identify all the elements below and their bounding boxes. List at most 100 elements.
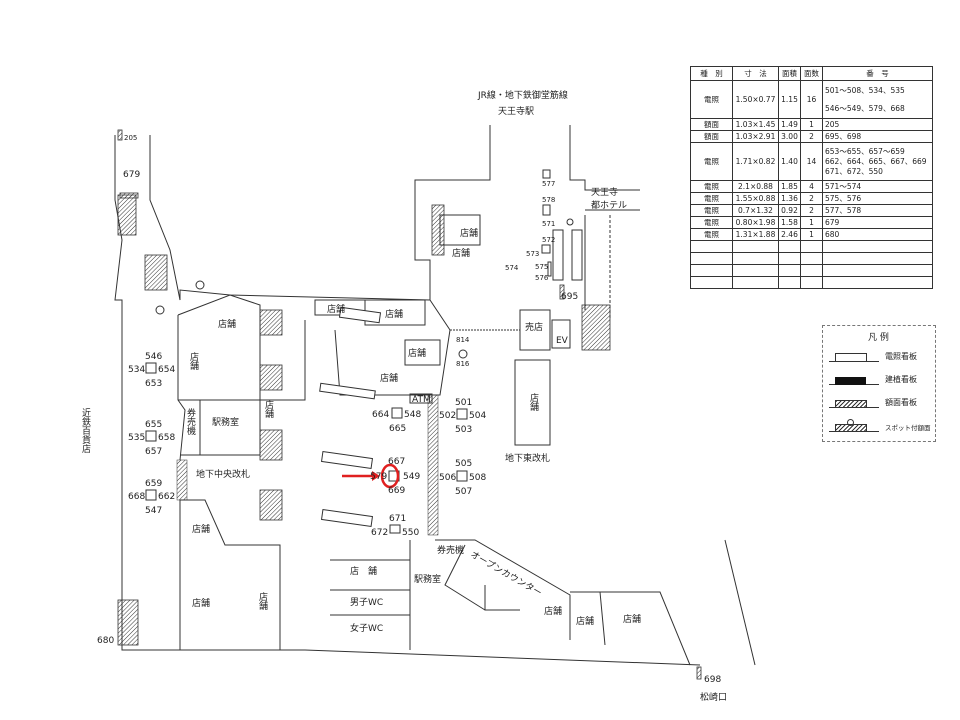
shop-label: 店舗 — [623, 613, 641, 625]
cell-numbers: 575、576 — [822, 192, 933, 205]
cell-numbers: 695、698 — [822, 130, 933, 143]
sign-698: 698 — [704, 675, 721, 685]
cell-count: 2 — [800, 204, 823, 217]
highlight-marker — [342, 463, 400, 489]
cell-type: 額面 — [690, 130, 733, 143]
table-row-empty — [690, 264, 933, 277]
area-labels: 店舗 店舗 天王寺 都ホテル 店舗 店舗 店舗 店舗 店舗 店舗 店舗 店舗 近… — [80, 187, 727, 703]
cell-type: 電照 — [690, 204, 733, 217]
shop-label: 店舗 — [460, 227, 478, 239]
legend-item: 電照看板 — [829, 350, 917, 362]
sign-503: 503 — [455, 425, 472, 435]
walls — [114, 125, 756, 666]
atm-label: ATM — [412, 395, 431, 405]
shop-label: 店舗 — [380, 372, 398, 384]
cell-count: 1 — [800, 118, 823, 131]
cell-count: 14 — [800, 142, 823, 181]
men-wc-label: 男子WC — [350, 597, 383, 608]
shop-label: 店舗 — [218, 318, 236, 330]
station-office-label: 駅務室 — [414, 573, 441, 585]
elevator-label: EV — [556, 336, 569, 346]
cell-size: 1.03×2.91 — [732, 130, 779, 143]
table-row-empty — [690, 252, 933, 265]
cell-area: 1.36 — [778, 192, 801, 205]
cell-type: 電照 — [690, 142, 733, 181]
cell-area: 1.49 — [778, 118, 801, 131]
line-title: JR線・地下鉄御堂筋線 — [477, 89, 568, 101]
sign-502: 502 — [439, 411, 456, 421]
cell-numbers: 679 — [822, 216, 933, 229]
sign-654: 654 — [158, 365, 175, 375]
cell-type: 電照 — [690, 228, 733, 241]
cell-count: 4 — [800, 180, 823, 193]
cell-count: 1 — [800, 228, 823, 241]
legend-label: スポット付額面 — [885, 424, 931, 432]
table-header-row: 種 別 寸 法 面積 面数 番 号 — [690, 66, 933, 81]
cell-type: 電照 — [690, 80, 733, 119]
cell-count: 2 — [800, 192, 823, 205]
highlight-circle — [380, 463, 400, 489]
station-name: 天王寺駅 — [498, 106, 534, 117]
sign-668: 668 — [128, 492, 145, 502]
hotel-label-2: 都ホテル — [591, 200, 627, 211]
legend-item: 建植看板 — [829, 373, 917, 385]
sign-574: 574 — [505, 264, 519, 272]
cell-type: 額面 — [690, 118, 733, 131]
sign-658: 658 — [158, 433, 175, 443]
numbers-line: 501～508、534、535 — [825, 85, 905, 95]
sign-657: 657 — [145, 447, 162, 457]
shop-label: 店舗 — [327, 303, 345, 315]
cell-type: 電照 — [690, 192, 733, 205]
cell-count: 16 — [800, 80, 823, 119]
table-row-empty — [690, 240, 933, 253]
sign-679: 679 — [123, 170, 140, 180]
header-type: 種 別 — [690, 66, 733, 81]
ticket-machine-label: 券売機 — [185, 407, 196, 436]
numbers-line: 653～655、657～659 — [825, 146, 905, 156]
sign-546: 546 — [145, 352, 162, 362]
table-row-empty — [690, 276, 933, 289]
central-gate-label: 地下中央改札 — [196, 468, 250, 480]
numbers-line: 671、672、550 — [825, 166, 883, 176]
header-count: 面数 — [800, 66, 823, 81]
shop-label: 店 舗 — [350, 565, 377, 577]
sign-576: 576 — [535, 274, 549, 282]
kiosk-label: 売店 — [525, 321, 543, 333]
cell-area: 1.40 — [778, 142, 801, 181]
stairs — [117, 129, 702, 680]
sign-671: 671 — [389, 514, 406, 524]
header-numbers: 番 号 — [822, 66, 933, 81]
sign-548: 548 — [404, 410, 421, 420]
shop-label-vertical: 店舗 — [528, 392, 539, 412]
sign-506: 506 — [439, 473, 456, 483]
sign-205: 205 — [124, 134, 137, 142]
cell-numbers: 577、578 — [822, 204, 933, 217]
sign-664: 664 — [372, 410, 389, 420]
sign-547: 547 — [145, 506, 162, 516]
legend-label: 額面看板 — [885, 398, 917, 407]
header-size: 寸 法 — [732, 66, 779, 81]
sign-549: 549 — [403, 472, 420, 482]
sign-667: 667 — [388, 457, 405, 467]
sign-boxes — [145, 169, 583, 534]
sign-spec-table: 種 別 寸 法 面積 面数 番 号 電照 1.50×0.77 1.15 16 5… — [690, 66, 933, 289]
cell-size: 1.50×0.77 — [732, 80, 779, 119]
sign-575: 575 — [535, 263, 548, 271]
spotlit-framed-sign-icon — [829, 419, 879, 432]
sign-534: 534 — [128, 365, 145, 375]
sign-662: 662 — [158, 492, 175, 502]
sign-665: 665 — [389, 424, 406, 434]
cell-area: 2.46 — [778, 228, 801, 241]
sign-577: 577 — [542, 180, 555, 188]
legend: 凡 例 電照看板 建植看板 額面看板 スポット付額面 — [822, 325, 936, 442]
numbers-line: 662、664、665、667、669 — [825, 156, 927, 166]
legend-label: 建植看板 — [885, 375, 917, 384]
station-office-label: 駅務室 — [212, 416, 239, 428]
